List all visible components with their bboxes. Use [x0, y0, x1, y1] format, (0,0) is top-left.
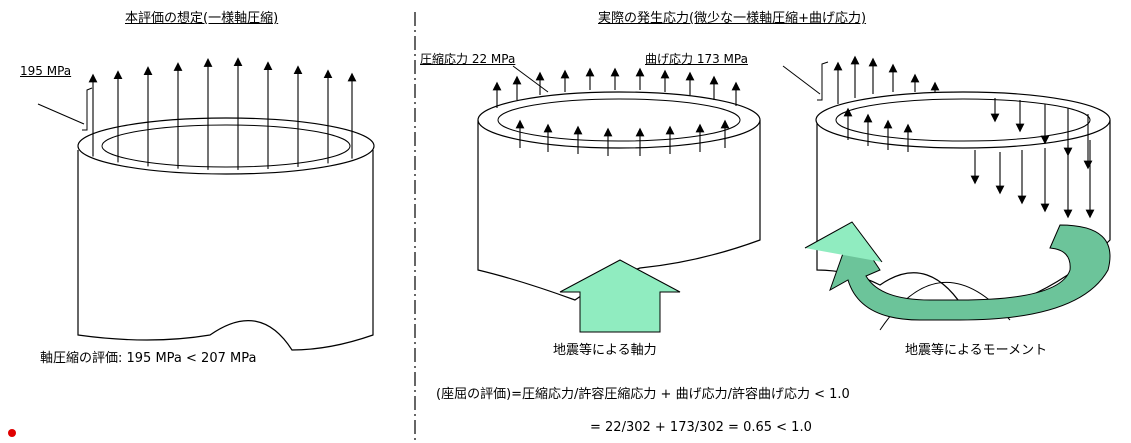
moment-caption: 地震等によるモーメント [905, 343, 1048, 358]
left-cylinder [77, 117, 375, 351]
middle-compression-arrows [492, 67, 741, 156]
right-panel-title: 実際の発生応力(微少な一様軸圧縮+曲げ応力) [598, 11, 867, 26]
right-cylinder [815, 91, 1111, 331]
buckling-evaluation-result: = 22/302 + 173/302 = 0.65 < 1.0 [590, 420, 812, 435]
moment-arrow-head [804, 221, 883, 263]
left-leader-line [37, 103, 85, 125]
buckling-evaluation-formula: (座屈の評価)=圧縮応力/許容圧縮応力 + 曲げ応力/許容曲げ応力 < 1.0 [436, 387, 850, 402]
right-bending-arrows [833, 55, 1095, 219]
axial-force-arrow [559, 259, 681, 333]
bending-stress-label: 曲げ応力 173 MPa [645, 52, 748, 66]
bending-leader-line [782, 65, 821, 95]
red-marker [8, 429, 16, 437]
axial-force-caption: 地震等による軸力 [553, 343, 657, 358]
left-panel-title: 本評価の想定(一様軸圧縮) [125, 11, 279, 26]
compressive-leader-line [512, 65, 549, 93]
bending-stress-bracket [817, 61, 829, 101]
left-stress-bracket [82, 87, 93, 131]
left-stress-label: 195 MPa [20, 64, 72, 78]
left-tension-arrows [88, 57, 357, 170]
compressive-stress-label: 圧縮応力 22 MPa [420, 52, 516, 66]
moment-arrow [829, 224, 1111, 321]
axial-compression-evaluation: 軸圧縮の評価: 195 MPa < 207 MPa [40, 351, 257, 366]
middle-cylinder [477, 91, 761, 301]
